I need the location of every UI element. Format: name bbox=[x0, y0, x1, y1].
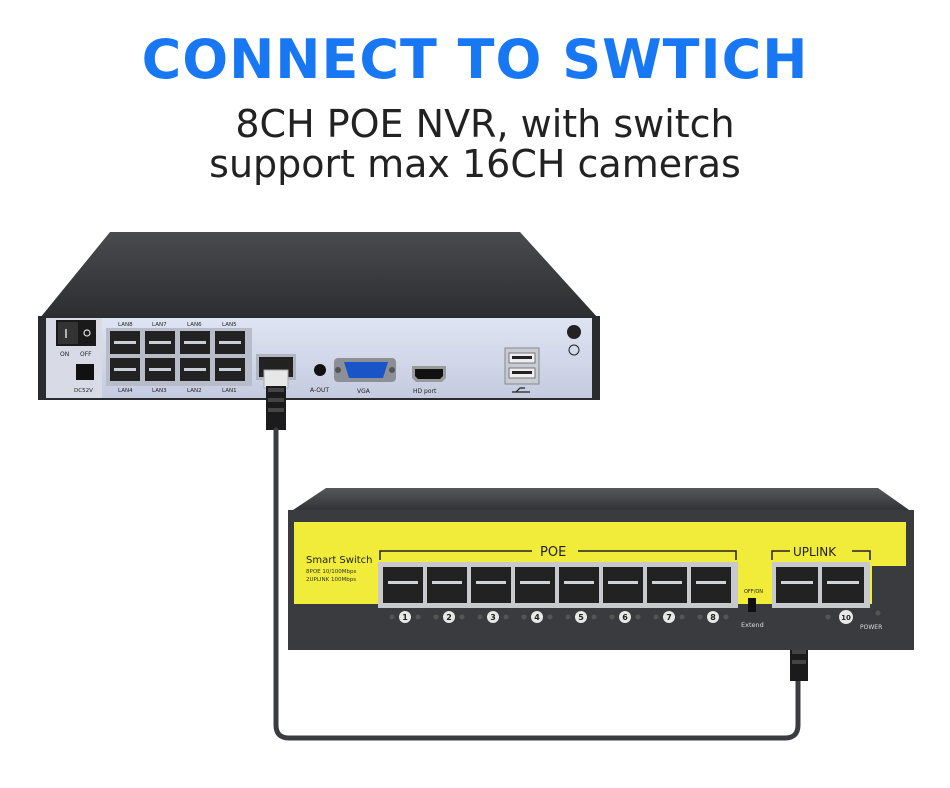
power-off-label: OFF bbox=[80, 351, 92, 358]
usb-icon bbox=[512, 387, 530, 393]
uplink-ports bbox=[772, 562, 870, 608]
port-number-10: 10 bbox=[841, 614, 851, 622]
extend-switch[interactable] bbox=[748, 598, 756, 612]
power-on-label: ON bbox=[60, 351, 69, 358]
aout-label: A-OUT bbox=[310, 387, 329, 394]
lan8-label: LAN8 bbox=[118, 322, 133, 328]
poe-label: POE bbox=[540, 545, 566, 560]
lan2-label: LAN2 bbox=[187, 388, 202, 394]
lan7-label: LAN7 bbox=[152, 322, 167, 328]
dc-jack bbox=[76, 364, 94, 380]
vga-port bbox=[334, 358, 396, 382]
hd-port bbox=[412, 366, 446, 382]
lan6-label: LAN6 bbox=[187, 322, 202, 328]
switch-brand: Smart Switch bbox=[306, 555, 373, 566]
uplink-label: UPLINK bbox=[793, 545, 837, 559]
port-number-8: 8 bbox=[710, 613, 716, 622]
port-number-6: 6 bbox=[622, 613, 628, 622]
subtitle-line-1: 8CH POE NVR, with switch bbox=[235, 102, 735, 146]
port-number-4: 4 bbox=[534, 613, 540, 622]
nvr-lid bbox=[40, 232, 598, 318]
switch-spec-1: 8POE 10/100Mbps bbox=[306, 569, 356, 575]
port-number-1: 1 bbox=[402, 613, 408, 622]
lan3-label: LAN3 bbox=[152, 388, 167, 394]
switch-lid bbox=[290, 488, 912, 512]
extend-label: Extend bbox=[741, 621, 764, 629]
ground-screw bbox=[567, 325, 581, 339]
lan5-label: LAN5 bbox=[222, 322, 237, 328]
vga-label: VGA bbox=[357, 388, 371, 395]
ground-icon bbox=[568, 344, 580, 356]
led-row bbox=[389, 610, 881, 620]
nvr-lan-ports bbox=[110, 331, 245, 381]
page-title: CONNECT TO SWTICH bbox=[141, 28, 809, 91]
port-number-3: 3 bbox=[490, 613, 496, 622]
port-number-7: 7 bbox=[666, 613, 672, 622]
poe-ports bbox=[378, 562, 738, 608]
lan1-label: LAN1 bbox=[222, 388, 237, 394]
offon-label: OFF/ON bbox=[744, 589, 763, 595]
port-number-badges bbox=[399, 610, 853, 624]
port-number-2: 2 bbox=[446, 613, 452, 622]
audio-out-jack bbox=[314, 364, 326, 376]
nvr-device: ON OFF DC52V LAN8 LAN7 LAN6 LAN5 LAN4 LA… bbox=[38, 232, 600, 400]
hdport-label: HD port bbox=[413, 388, 437, 395]
power-led-label: POWER bbox=[860, 624, 882, 631]
lan4-label: LAN4 bbox=[118, 388, 133, 394]
port-number-5: 5 bbox=[578, 613, 584, 622]
dc-label: DC52V bbox=[74, 388, 93, 394]
poe-switch: Smart Switch 8POE 10/100Mbps 2UPLINK 100… bbox=[288, 488, 914, 650]
usb-ports bbox=[504, 347, 540, 385]
switch-spec-2: 2UPLINK 100Mbps bbox=[306, 577, 356, 583]
subtitle-line-2: support max 16CH cameras bbox=[209, 142, 741, 186]
